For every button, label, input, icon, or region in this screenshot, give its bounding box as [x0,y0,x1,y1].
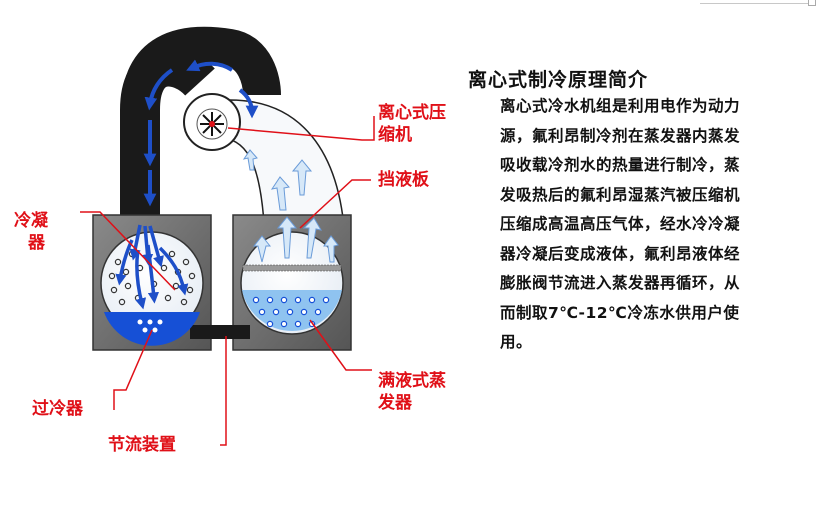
description-line: 用。 [500,333,533,351]
description-paragraph: 离心式冷水机组是利用电作为动力 源，氟利昂制冷剂在蒸发器内蒸发 吸收载冷剂水的热… [500,92,782,358]
description-line: 源，氟利昂制冷剂在蒸发器内蒸发 [500,126,741,145]
label-condenser-line2: 器 [28,233,45,253]
subcooler-liquid [104,312,200,346]
description-line: 而制取7℃-12℃冷冻水供用户使 [500,303,740,322]
discharge-pipe-top [121,26,281,111]
baffle-plate [242,264,342,272]
subcooler-tubes [137,319,163,333]
impeller-hub [209,121,215,127]
label-compressor-line2: 缩机 [378,125,412,145]
evaporator-vapor-arrows [242,149,339,263]
description-line: 压缩成高温高压气体，经水冷冷凝 [500,215,741,233]
description-line: 器冷凝后变成液体，氟利昂液体经 [500,244,741,263]
page-title: 离心式制冷原理简介 [468,68,649,91]
label-throttle: 节流装置 [108,435,176,455]
description-line: 离心式冷水机组是利用电作为动力 [500,97,741,115]
description-line: 膨胀阀节流进入蒸发器再循环，从 [500,274,741,292]
connector-bar [190,325,250,339]
pipe-flow-arrows [143,59,259,207]
label-compressor: 离心式压 缩机 [378,102,446,146]
label-evaporator: 满液式蒸 发器 [378,370,446,414]
label-subcooler: 过冷器 [32,399,83,419]
label-evaporator-line2: 发器 [378,393,412,413]
description-line: 发吸热后的氟利昂湿蒸汽被压缩机 [500,185,741,204]
leader-lines [80,116,375,446]
description-line: 吸收载冷剂水的热量进行制冷，蒸 [500,156,741,174]
label-condenser: 冷凝 器 [14,210,48,254]
label-condenser-line1: 冷凝 [14,211,48,231]
label-evaporator-line1: 满液式蒸 [378,371,446,391]
top-decoration-line [700,0,816,6]
label-baffle: 挡液板 [378,170,429,190]
label-compressor-line1: 离心式压 [378,103,446,123]
evaporator-tubes [252,296,330,328]
